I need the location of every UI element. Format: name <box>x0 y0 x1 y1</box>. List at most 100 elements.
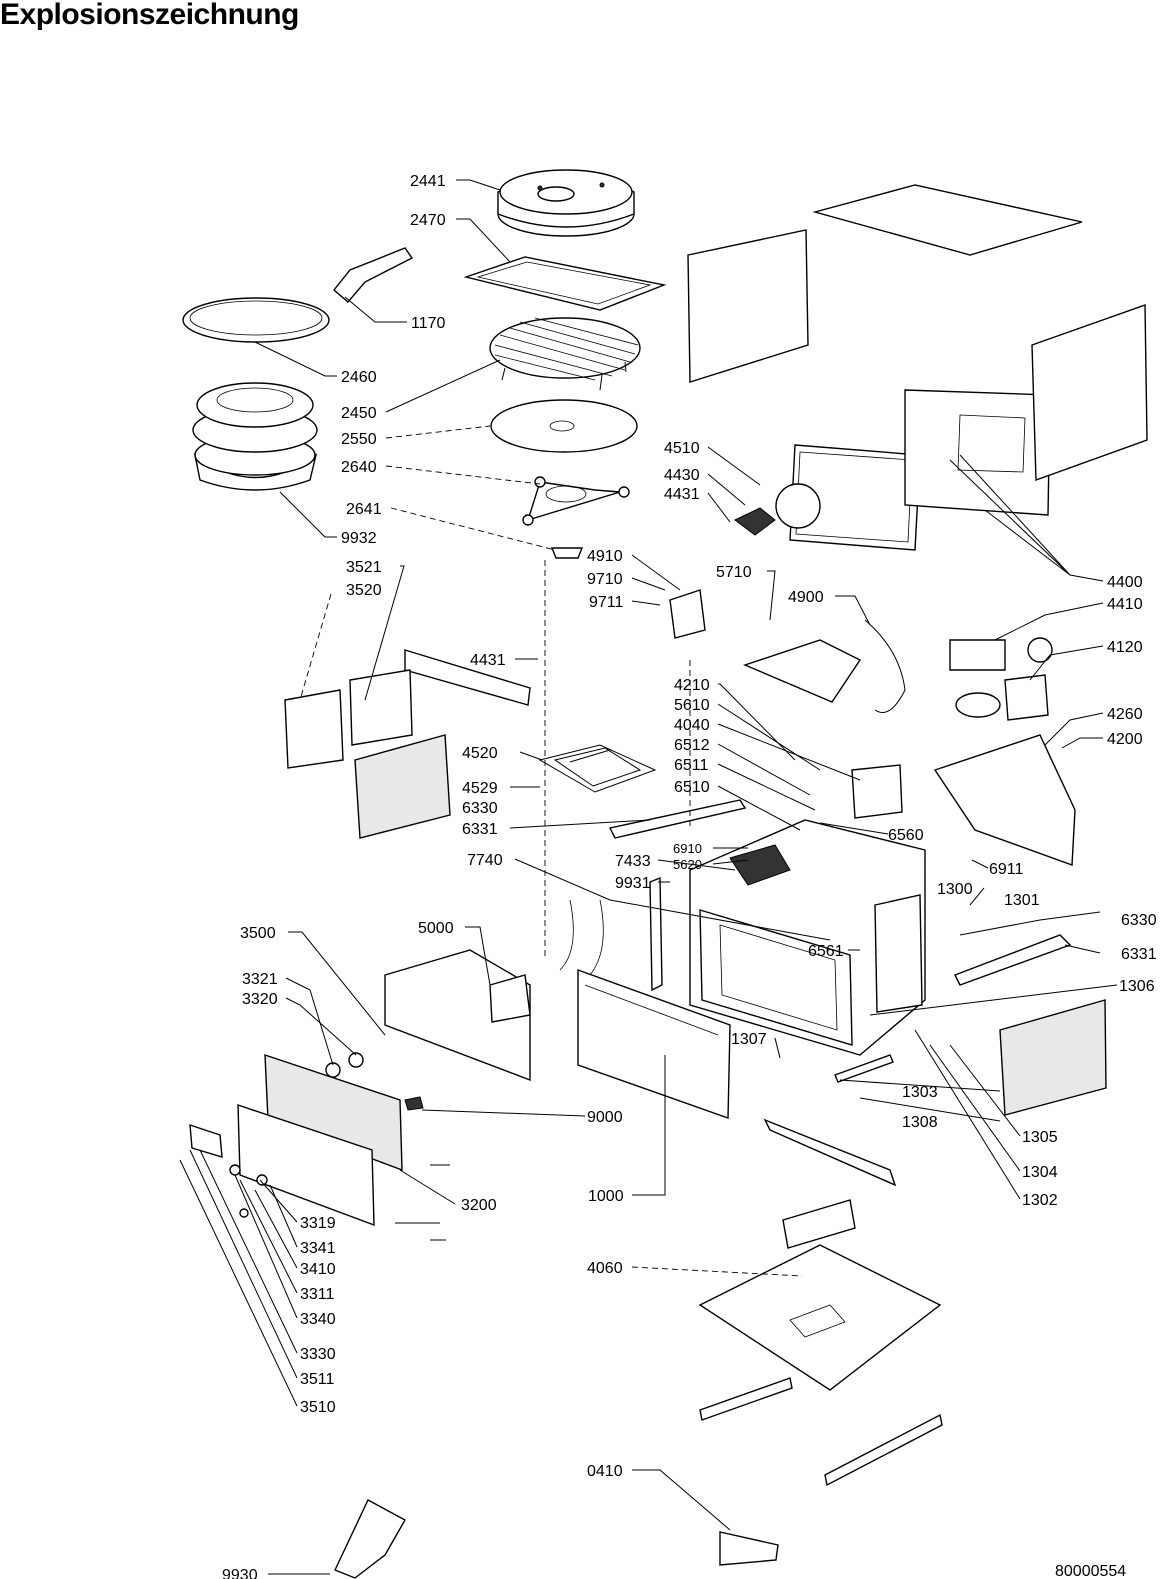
label-4430: 4430 <box>664 467 700 484</box>
label-1305: 1305 <box>1022 1129 1058 1146</box>
label-9932: 9932 <box>341 530 377 547</box>
label-4260: 4260 <box>1107 706 1143 723</box>
rail-6331 <box>954 934 1072 986</box>
label-2460: 2460 <box>341 369 377 386</box>
strip-9931 <box>649 876 663 992</box>
cover-dish-2441 <box>497 169 635 237</box>
label-3320: 3320 <box>242 991 278 1008</box>
knob-3321 <box>348 1052 364 1068</box>
side-panel-right <box>1031 304 1148 481</box>
label-0410: 0410 <box>587 1463 623 1480</box>
label-4060: 4060 <box>587 1260 623 1277</box>
door-1000 <box>577 969 731 1119</box>
label-5000: 5000 <box>418 920 454 937</box>
label-1306: 1306 <box>1119 978 1155 995</box>
circuit-board-3520 <box>284 689 344 769</box>
bottom-rail <box>763 1118 897 1187</box>
label-2640: 2640 <box>341 459 377 476</box>
label-6330-right: 6330 <box>1121 912 1157 929</box>
back-frame-4200 <box>933 734 1076 866</box>
label-6910: 6910 <box>673 841 702 856</box>
label-4520: 4520 <box>462 745 498 762</box>
label-6911: 6911 <box>989 861 1024 878</box>
label-4431-top: 4431 <box>664 486 700 503</box>
label-3321: 3321 <box>242 971 278 988</box>
insulation-1306 <box>999 999 1107 1116</box>
label-6561: 6561 <box>808 943 844 960</box>
cover-5710 <box>743 639 862 703</box>
turntable-glass-2550 <box>490 399 638 453</box>
label-6560: 6560 <box>888 827 924 844</box>
fan-ring-4510 <box>775 483 821 529</box>
label-3511: 3511 <box>300 1371 335 1388</box>
front-panel-3200 <box>264 1054 403 1172</box>
label-9711: 9711 <box>589 594 624 611</box>
label-3319: 3319 <box>300 1215 336 1232</box>
label-1308: 1308 <box>902 1114 938 1131</box>
label-2470: 2470 <box>410 212 446 229</box>
label-2441: 2441 <box>410 173 446 190</box>
tray-handle-1170 <box>333 247 414 303</box>
tube-7740 <box>559 899 604 976</box>
door-assembly <box>789 389 1051 551</box>
cavity-side-6561 <box>874 894 923 1013</box>
roller-ring-2640 <box>522 476 630 526</box>
control-board-3521 <box>349 669 413 746</box>
label-4200: 4200 <box>1107 731 1143 748</box>
label-1170: 1170 <box>411 315 446 332</box>
page-title: Explosionszeichnung <box>0 0 299 31</box>
label-6510: 6510 <box>674 779 710 796</box>
drawing-number: 80000554 <box>1055 1563 1126 1579</box>
label-2450: 2450 <box>341 405 377 422</box>
label-4529: 4529 <box>462 780 498 797</box>
rail-0410-a <box>699 1377 793 1421</box>
label-1300: 1300 <box>937 881 973 898</box>
part-number-labels: 2441 2470 1170 2460 2450 2550 2640 2641 … <box>222 173 1157 1579</box>
oven-cavity <box>689 819 926 1056</box>
label-7433: 7433 <box>615 853 651 870</box>
label-4410: 4410 <box>1107 596 1143 613</box>
transformer-4120 <box>949 637 1053 721</box>
knob-3320 <box>325 1062 341 1078</box>
baking-tray-2470 <box>463 256 667 311</box>
switch-block-5000 <box>489 974 531 1023</box>
label-6330-left: 6330 <box>462 800 498 817</box>
label-3311: 3311 <box>300 1286 335 1303</box>
part-shapes <box>182 169 1148 1579</box>
label-9710: 9710 <box>587 571 623 588</box>
top-panel <box>812 184 1083 256</box>
label-5610: 5610 <box>674 697 710 714</box>
insulation-panel <box>354 734 451 839</box>
clip-9000 <box>404 1096 424 1111</box>
label-4400: 4400 <box>1107 574 1143 591</box>
label-4040: 4040 <box>674 717 710 734</box>
base-plate-4060 <box>698 1244 942 1391</box>
control-housing-3500 <box>384 949 531 1082</box>
transformer-4040 <box>851 764 903 819</box>
label-4431-mid: 4431 <box>470 652 506 669</box>
label-6331-left: 6331 <box>462 821 498 838</box>
label-5620: 5620 <box>673 857 702 872</box>
side-panel-left <box>687 229 809 383</box>
label-4120: 4120 <box>1107 639 1143 656</box>
label-6331-right: 6331 <box>1121 946 1157 963</box>
label-2641: 2641 <box>346 501 382 518</box>
clip-9930 <box>334 1499 406 1579</box>
label-6512: 6512 <box>674 737 710 754</box>
label-4910: 4910 <box>587 548 623 565</box>
label-4210: 4210 <box>674 677 710 694</box>
rail-0410-b <box>824 1413 943 1487</box>
label-9930: 9930 <box>222 1567 258 1579</box>
label-3341: 3341 <box>300 1240 336 1257</box>
bracket-4431 <box>404 649 531 706</box>
label-3340: 3340 <box>300 1311 336 1328</box>
label-1301: 1301 <box>1004 892 1040 909</box>
fan-blade-4430 <box>734 507 776 536</box>
label-4510: 4510 <box>664 440 700 457</box>
label-1303: 1303 <box>902 1084 938 1101</box>
label-1304: 1304 <box>1022 1164 1058 1181</box>
label-3410: 3410 <box>300 1261 336 1278</box>
rail-0410-c <box>719 1531 779 1566</box>
bracket-4910 <box>669 589 706 639</box>
label-1000: 1000 <box>588 1188 624 1205</box>
